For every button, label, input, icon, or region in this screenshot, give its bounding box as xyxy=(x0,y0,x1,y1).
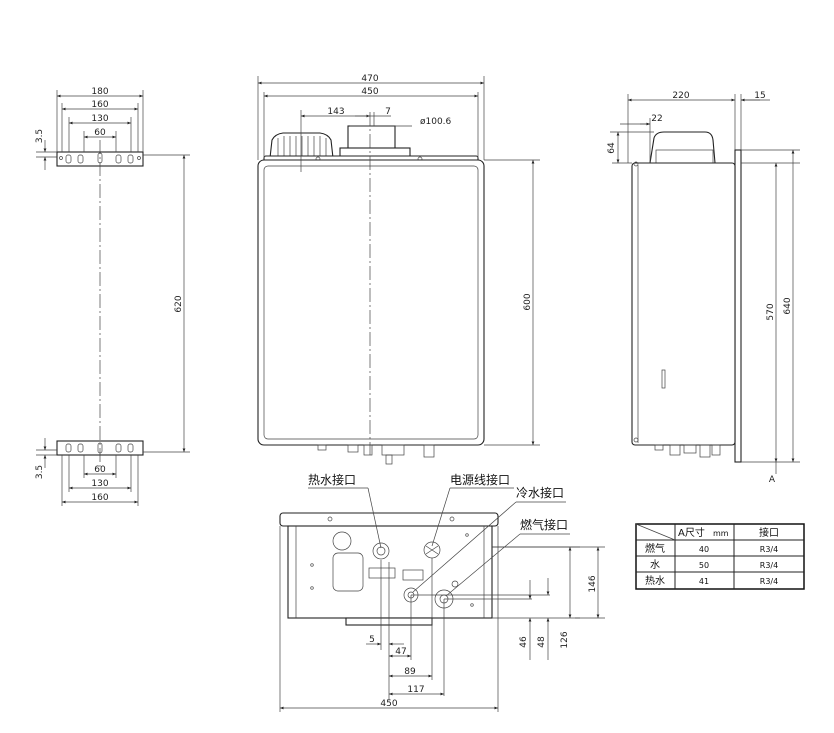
table-row-a: 41 xyxy=(699,577,709,586)
wall-plate xyxy=(734,149,742,463)
front-dim-143: 143 xyxy=(327,107,344,117)
bracket-dim-160: 160 xyxy=(91,100,108,110)
bottom-dim-5: 5 xyxy=(369,635,375,645)
bottom-dim-146: 146 xyxy=(588,575,598,592)
table-row-name: 水 xyxy=(650,559,660,571)
side-flue xyxy=(649,131,716,164)
bottom-view: 热水接口 电源线接口 冷水接口 燃气接口 46 48 126 1 xyxy=(279,472,605,712)
bracket-bottom-dim-60: 60 xyxy=(94,465,106,475)
front-dim-470: 470 xyxy=(361,74,378,84)
table-row-a: 40 xyxy=(699,545,709,554)
bracket-bottom-dim-160: 160 xyxy=(91,493,108,503)
bottom-dim-46: 46 xyxy=(519,636,529,648)
bottom-dim-47: 47 xyxy=(395,647,406,657)
table-row-port: R3/4 xyxy=(760,561,778,570)
front-dim-450: 450 xyxy=(361,87,378,97)
table-row-port: R3/4 xyxy=(760,577,778,586)
bracket-bottom-dim-130: 130 xyxy=(91,479,108,489)
label-power: 电源线接口 xyxy=(450,472,510,487)
bottom-dim-126: 126 xyxy=(560,631,570,648)
bottom-body xyxy=(287,525,493,619)
table-row-name: 燃气 xyxy=(645,542,665,555)
front-dim-7: 7 xyxy=(385,107,391,117)
flue-fan xyxy=(269,132,334,159)
bottom-top-plate xyxy=(279,512,499,527)
bottom-dim-117: 117 xyxy=(407,685,424,695)
table-header-unit: mm xyxy=(713,529,729,538)
spec-table: A尺寸 mm 接口 燃气 40 R3/4 水 50 R3/4 热水 41 R3/… xyxy=(635,523,805,590)
bracket-dim-620: 620 xyxy=(174,295,184,312)
table-header-a: A尺寸 xyxy=(678,526,705,539)
front-dim-600: 600 xyxy=(523,293,533,310)
side-dim-64: 64 xyxy=(607,142,617,154)
front-view: 470 450 143 7 ø100.6 600 xyxy=(257,74,540,465)
side-dim-22: 22 xyxy=(651,114,662,124)
table-header-port: 接口 xyxy=(759,526,779,539)
bottom-dim-48: 48 xyxy=(537,636,547,648)
bracket-thickness-top: 3.5 xyxy=(35,129,45,143)
front-flue-diameter: ø100.6 xyxy=(420,117,452,127)
table-row-name: 热水 xyxy=(645,574,665,587)
side-marker-a: A xyxy=(769,475,776,485)
front-bottom-connectors xyxy=(317,444,435,465)
label-hot-water: 热水接口 xyxy=(308,472,356,487)
side-body xyxy=(631,162,736,446)
bracket-dim-60: 60 xyxy=(94,128,106,138)
side-dim-640: 640 xyxy=(783,297,793,314)
heater-body xyxy=(257,159,485,446)
side-dim-570: 570 xyxy=(766,303,776,320)
side-dim-15: 15 xyxy=(754,91,765,101)
side-dim-220: 220 xyxy=(672,91,689,101)
table-row-port: R3/4 xyxy=(760,545,778,554)
table-row-a: 50 xyxy=(699,561,709,570)
bracket-dim-130: 130 xyxy=(91,114,108,124)
bottom-dim-450: 450 xyxy=(380,699,397,709)
label-gas: 燃气接口 xyxy=(520,517,568,532)
side-view: 220 15 22 64 570 640 A xyxy=(607,91,800,485)
label-cold-water: 冷水接口 xyxy=(516,485,564,500)
bottom-dim-89: 89 xyxy=(404,667,416,677)
bracket-thickness-bottom: 3.5 xyxy=(35,465,45,479)
bracket-dim-180: 180 xyxy=(91,87,108,97)
mounting-bracket-view: 180 160 130 60 3.5 3.5 620 xyxy=(35,87,190,506)
